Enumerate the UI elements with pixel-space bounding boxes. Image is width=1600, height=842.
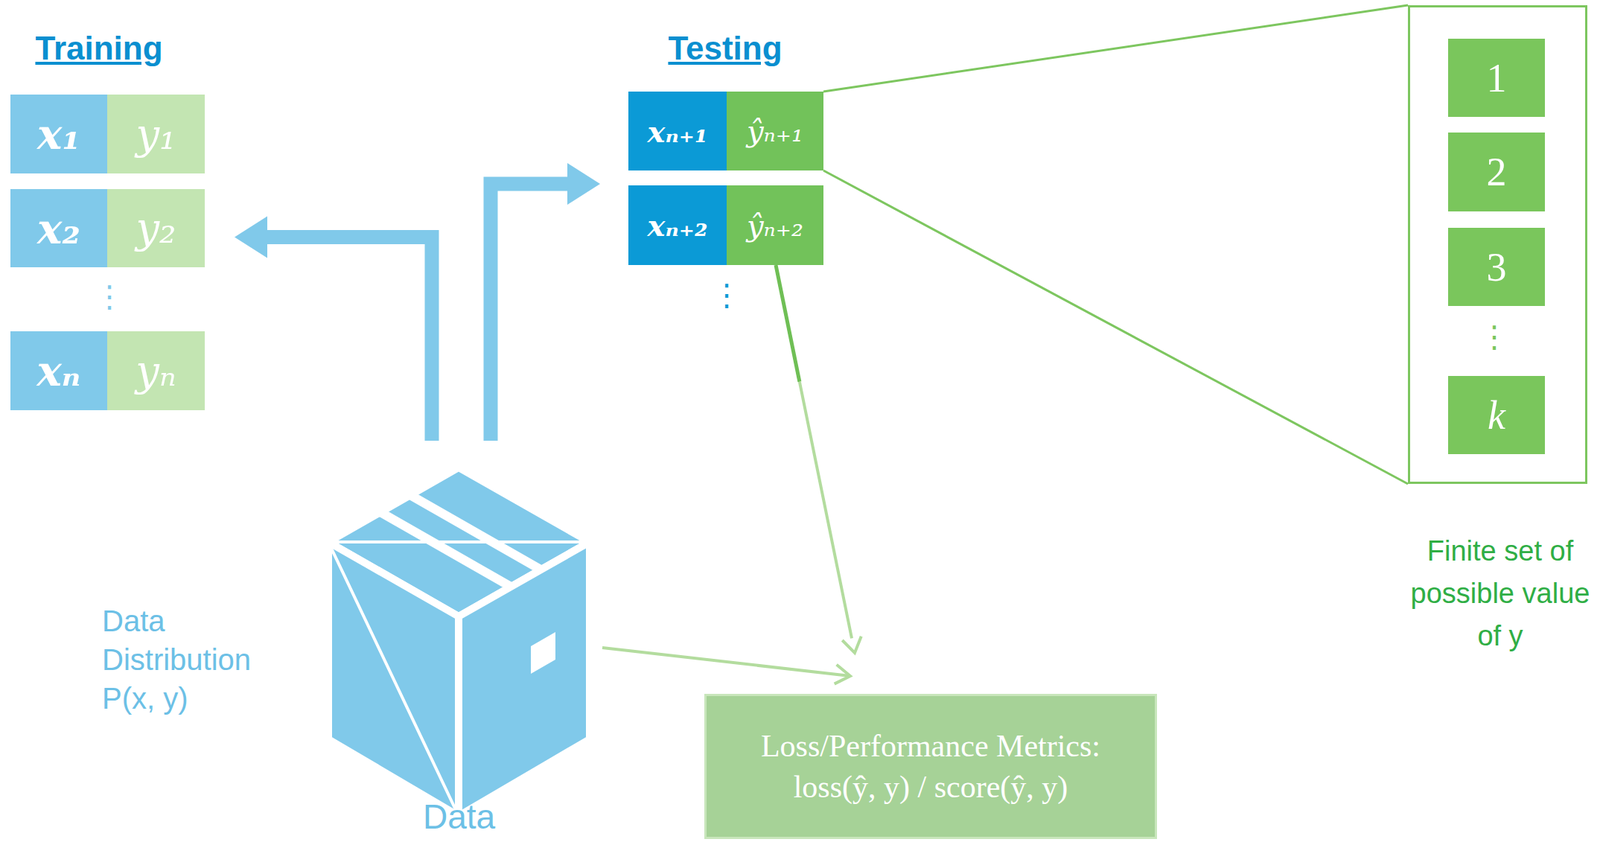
- metric-box: Loss/Performance Metrics: loss(ŷ, y) / s…: [704, 693, 1158, 840]
- value-box: 1: [1448, 38, 1545, 117]
- value-set-box: Finite set of possible value of y123k: [1407, 5, 1588, 484]
- node-text: x₂: [37, 204, 81, 254]
- zoom-lines: [823, 5, 1408, 484]
- prediction-cell: ŷₙ₊₁: [726, 91, 824, 171]
- value-box: 2: [1448, 132, 1545, 212]
- value-box: 3: [1448, 227, 1545, 307]
- node-text: xₙ: [36, 346, 81, 396]
- ellipsis: ⋮: [1479, 321, 1510, 352]
- prediction-cell: ŷₙ₊₂: [726, 185, 824, 266]
- node-text: 1: [1486, 55, 1507, 102]
- feature-cell: x₂: [10, 189, 108, 268]
- flow-arrow: [234, 216, 432, 442]
- node-text: y₂: [135, 204, 176, 253]
- section-title: Training: [34, 29, 163, 68]
- ellipsis: ⋮: [94, 281, 125, 312]
- node-text: k: [1487, 392, 1506, 439]
- test-feature-cell: xₙ₊₂: [628, 185, 727, 266]
- data-box-icon: [328, 467, 590, 818]
- node-text: ŷₙ₊₂: [746, 208, 804, 243]
- node-text: y₁: [135, 110, 176, 159]
- label-cell: yₙ: [107, 331, 205, 411]
- feature-cell: x₁: [10, 94, 108, 174]
- node-text: Loss/Performance Metrics: loss(ŷ, y) / s…: [724, 725, 1137, 808]
- flow-arrow: [490, 163, 601, 441]
- node-text: xₙ₊₂: [647, 207, 709, 243]
- test-feature-cell: xₙ₊₁: [628, 91, 727, 171]
- node-text: Data: [328, 798, 590, 837]
- node-text: yₙ: [135, 346, 176, 396]
- node-text: 3: [1486, 244, 1507, 291]
- value-box: k: [1448, 375, 1545, 455]
- label-cell: y₁: [107, 94, 205, 174]
- feature-cell: xₙ: [10, 331, 108, 411]
- flow-arrow: [602, 647, 851, 685]
- node-text: 2: [1486, 148, 1507, 196]
- ellipsis: ⋮: [711, 279, 742, 310]
- flow-arrow: [775, 265, 862, 653]
- label-cell: y₂: [107, 189, 205, 268]
- node-text: ŷₙ₊₁: [746, 113, 804, 149]
- node-text: xₙ₊₁: [647, 113, 709, 149]
- node-text: Data Distribution P(x, y): [102, 601, 298, 718]
- section-title: Testing: [667, 29, 782, 68]
- data-source: Data Distribution P(x, y) Data: [102, 440, 590, 842]
- node-text: Finite set of possible value of y: [1402, 530, 1598, 658]
- node-text: x₁: [37, 109, 81, 159]
